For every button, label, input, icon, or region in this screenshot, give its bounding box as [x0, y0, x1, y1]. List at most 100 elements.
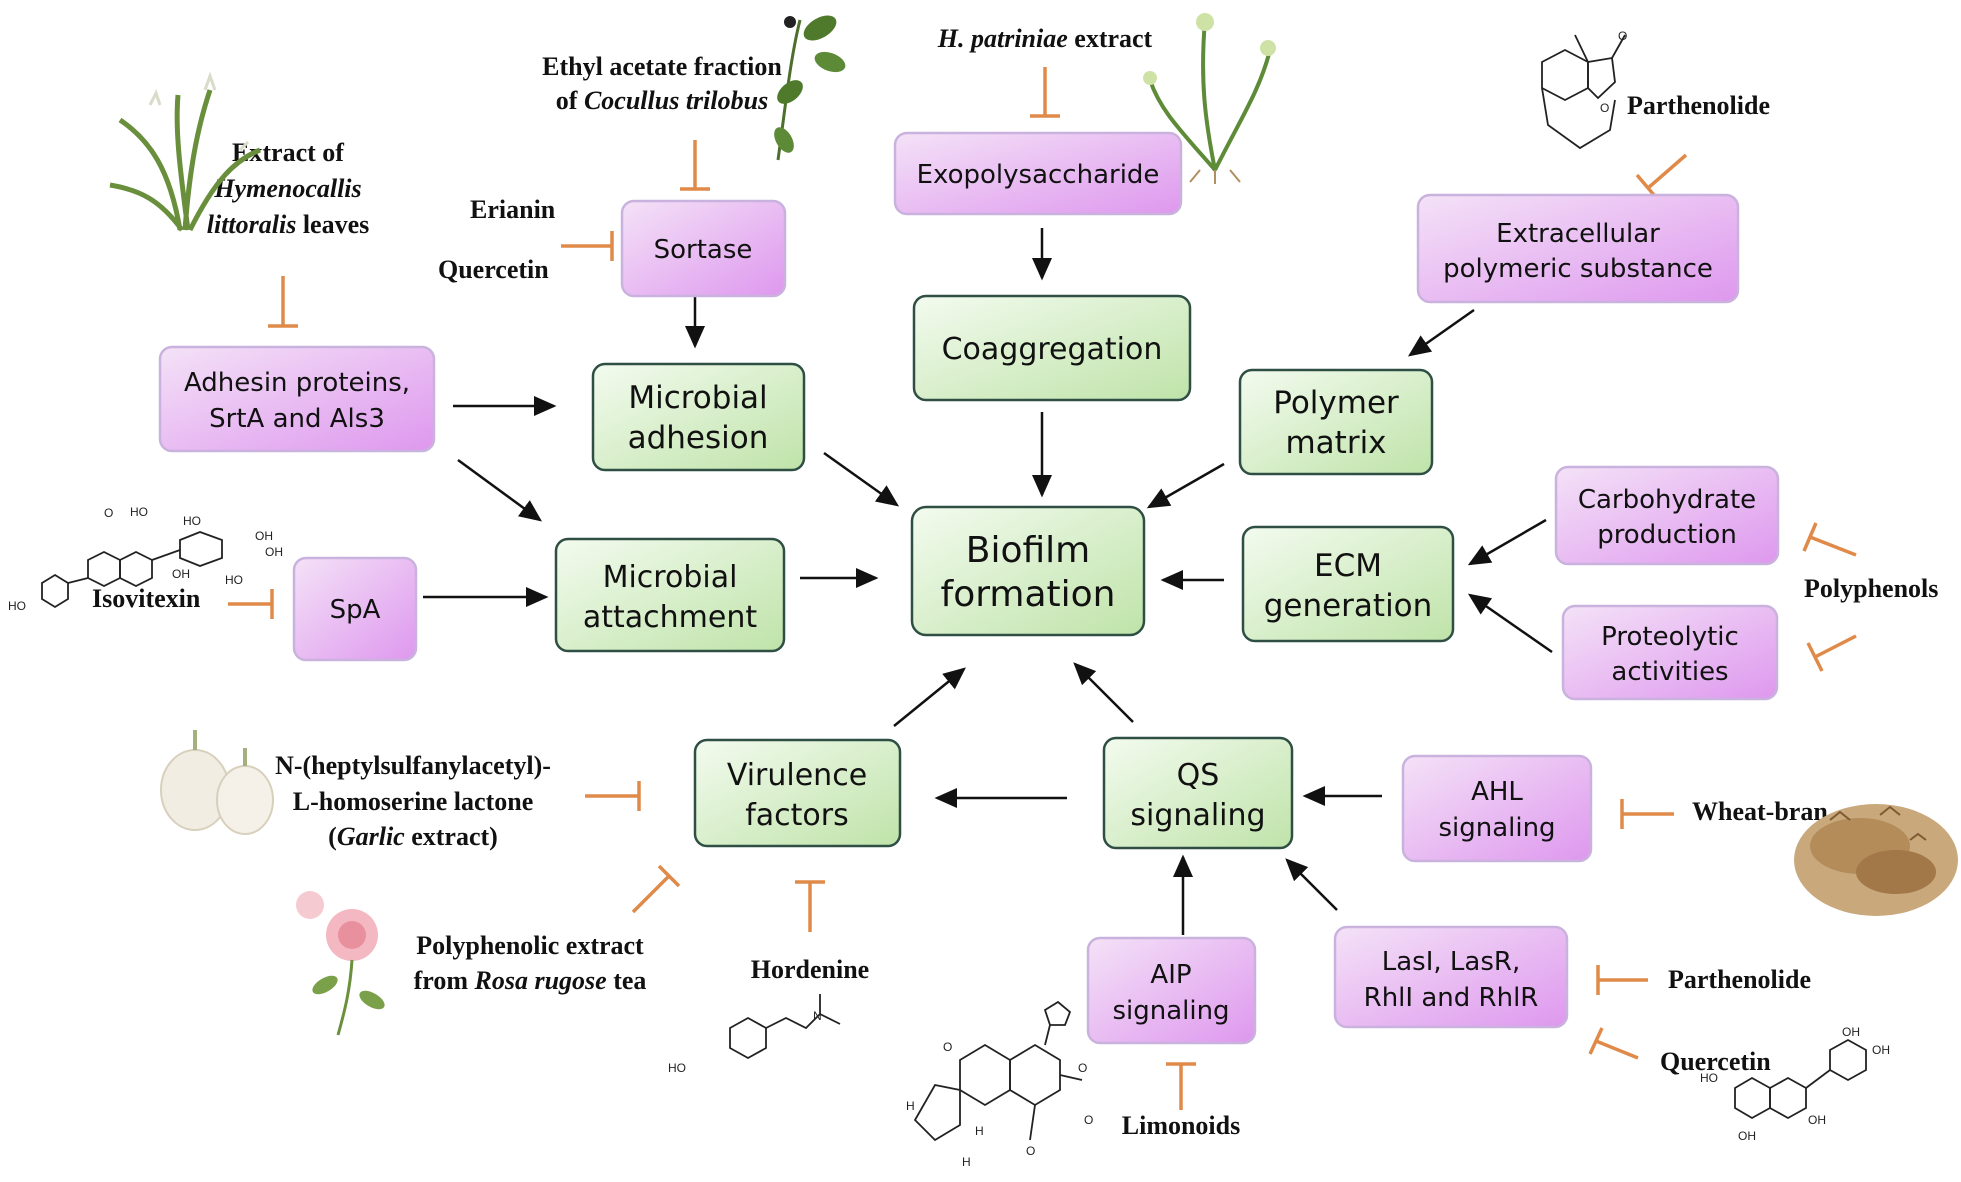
node-label: Exopolysaccharide — [917, 160, 1160, 190]
label-polyphenols: Polyphenols — [1804, 574, 1938, 603]
atom-label: O — [104, 506, 113, 520]
atom-label: HO — [8, 599, 26, 613]
arrow-adhesin-to-attachment — [457, 458, 543, 522]
atom-label: O — [1026, 1144, 1035, 1158]
atom-label: O — [943, 1040, 952, 1054]
rose-image — [296, 891, 385, 1036]
label-hordenine: Hordenine — [751, 955, 869, 984]
label-garlic-line1: N-(heptylsulfanylacetyl)- — [275, 751, 551, 780]
arrow-adhesion-to-biofilm — [823, 451, 900, 507]
inhibit-spa-isovitexin — [228, 589, 274, 619]
node-spa: SpA — [292, 556, 418, 662]
atom-label: HO — [668, 1061, 686, 1075]
inhibit-virulence-garlic — [585, 781, 641, 811]
label-hymenocallis-line1: Extract of — [232, 138, 344, 167]
arrow-eps-to-polymer — [1407, 308, 1475, 357]
atom-label: O — [1600, 101, 1609, 115]
node-label: RhlI and RhlR — [1364, 983, 1539, 1013]
atom-label: HO — [1700, 1071, 1718, 1085]
node-label: AHL — [1471, 777, 1523, 807]
label-parthenolide-bottom: Parthenolide — [1668, 965, 1811, 994]
inhibit-exopolysaccharide-hpatriniae — [1030, 67, 1060, 118]
label-quercetin-left: Quercetin — [438, 255, 549, 284]
atom-label: OH — [1738, 1129, 1756, 1143]
node-label: SrtA and Als3 — [209, 404, 385, 434]
node-label: signaling — [1438, 813, 1555, 843]
label-h-patriniae: H. patriniae extract — [937, 24, 1153, 53]
label-hymenocallis-line3: littoralis leaves — [207, 210, 370, 239]
node-sortase: Sortase — [620, 199, 787, 298]
garlic-image — [160, 730, 274, 835]
inhibitor-labels: Ethyl acetate fraction of Cocullus trilo… — [92, 24, 1938, 1140]
atom-label: O — [1084, 1113, 1093, 1127]
atom-label: OH — [1842, 1025, 1860, 1039]
node-label: Extracellular — [1496, 219, 1660, 249]
atom-label: OH — [172, 567, 190, 581]
label-erianin: Erianin — [470, 195, 556, 224]
center-label-line2: formation — [941, 574, 1116, 615]
label-ethyl-acetate-line2: of Cocullus trilobus — [556, 86, 768, 115]
node-label: signaling — [1130, 798, 1265, 833]
arrow-lasi-to-qs — [1285, 858, 1338, 911]
node-extracellular-polymeric-substance: Extracellular polymeric substance — [1416, 193, 1740, 304]
node-aip-signaling: AIP signaling — [1086, 936, 1257, 1045]
activation-arrows — [423, 228, 1553, 935]
node-label: production — [1597, 520, 1737, 550]
atom-label: HO — [183, 514, 201, 528]
node-qs-signaling: QS signaling — [1102, 736, 1294, 850]
node-label: Adhesin proteins, — [184, 368, 410, 398]
limonoid-structure: O O O O H H H — [906, 1000, 1093, 1169]
atom-label: HO — [225, 573, 243, 587]
label-ethyl-acetate-line1: Ethyl acetate fraction — [542, 52, 782, 81]
atom-label: HO — [130, 505, 148, 519]
node-label: generation — [1264, 588, 1433, 624]
node-microbial-adhesion: Microbial adhesion — [591, 362, 806, 472]
center-node: Biofilm formation — [910, 505, 1146, 637]
atom-label: OH — [1808, 1113, 1826, 1127]
atom-label: H — [975, 1124, 984, 1138]
label-limonoids: Limonoids — [1122, 1111, 1241, 1140]
h-patriniae-plant-image — [1143, 13, 1276, 184]
node-label: QS — [1177, 758, 1220, 793]
node-virulence-factors: Virulence factors — [693, 738, 902, 848]
arrow-polymer-to-biofilm — [1146, 462, 1225, 509]
node-label: Carbohydrate — [1578, 485, 1756, 515]
node-ecm-generation: ECM generation — [1241, 525, 1455, 643]
isovitexin-structure: HO HO HO OH OH OH HO O — [8, 505, 283, 613]
arrow-proteolytic-to-ecm — [1467, 593, 1553, 654]
atom-label: O — [1078, 1061, 1087, 1075]
node-ahl-signaling: AHL signaling — [1401, 754, 1593, 863]
inhibit-virulence-rosa — [631, 864, 681, 914]
parthenolide-structure: O O — [1541, 29, 1627, 150]
node-label: ECM — [1314, 548, 1382, 584]
node-label: factors — [745, 798, 849, 833]
inhibit-ahl-wheatbran — [1620, 799, 1674, 829]
hordenine-structure: HO N — [668, 994, 841, 1075]
label-rosa-line2: from Rosa rugose tea — [414, 966, 647, 995]
inhibit-lasi-quercetin — [1588, 1027, 1639, 1060]
node-microbial-attachment: Microbial attachment — [554, 537, 786, 653]
node-label: Proteolytic — [1601, 622, 1739, 652]
node-proteolytic-activities: Proteolytic activities — [1561, 604, 1779, 701]
atom-label: H — [962, 1155, 971, 1169]
arrow-carbohydrate-to-ecm — [1467, 518, 1547, 566]
label-rosa-line1: Polyphenolic extract — [416, 931, 644, 960]
node-label: Microbial — [603, 560, 738, 595]
inhibit-lasi-parthenolide — [1596, 965, 1648, 995]
node-exopolysaccharide: Exopolysaccharide — [893, 131, 1183, 216]
inhibit-adhesin-hymenocallis — [268, 276, 298, 328]
node-lasi-lasr-rhli-rhlr: LasI, LasR, RhlI and RhlR — [1333, 925, 1569, 1029]
label-garlic-line3: (Garlic extract) — [328, 822, 498, 851]
label-parthenolide-top: Parthenolide — [1627, 91, 1770, 120]
atom-label: OH — [255, 529, 273, 543]
node-adhesin-proteins: Adhesin proteins, SrtA and Als3 — [158, 345, 436, 453]
inhibit-sortase-erianin-quercetin — [561, 231, 614, 261]
label-quercetin-bottom: Quercetin — [1660, 1047, 1771, 1076]
atom-label: O — [1618, 29, 1627, 43]
node-label: Coaggregation — [942, 332, 1163, 367]
node-label: Microbial — [628, 380, 767, 416]
node-carbohydrate-production: Carbohydrate production — [1554, 465, 1780, 566]
node-label: polymeric substance — [1443, 254, 1713, 284]
inhibition-marks — [228, 67, 1857, 1110]
